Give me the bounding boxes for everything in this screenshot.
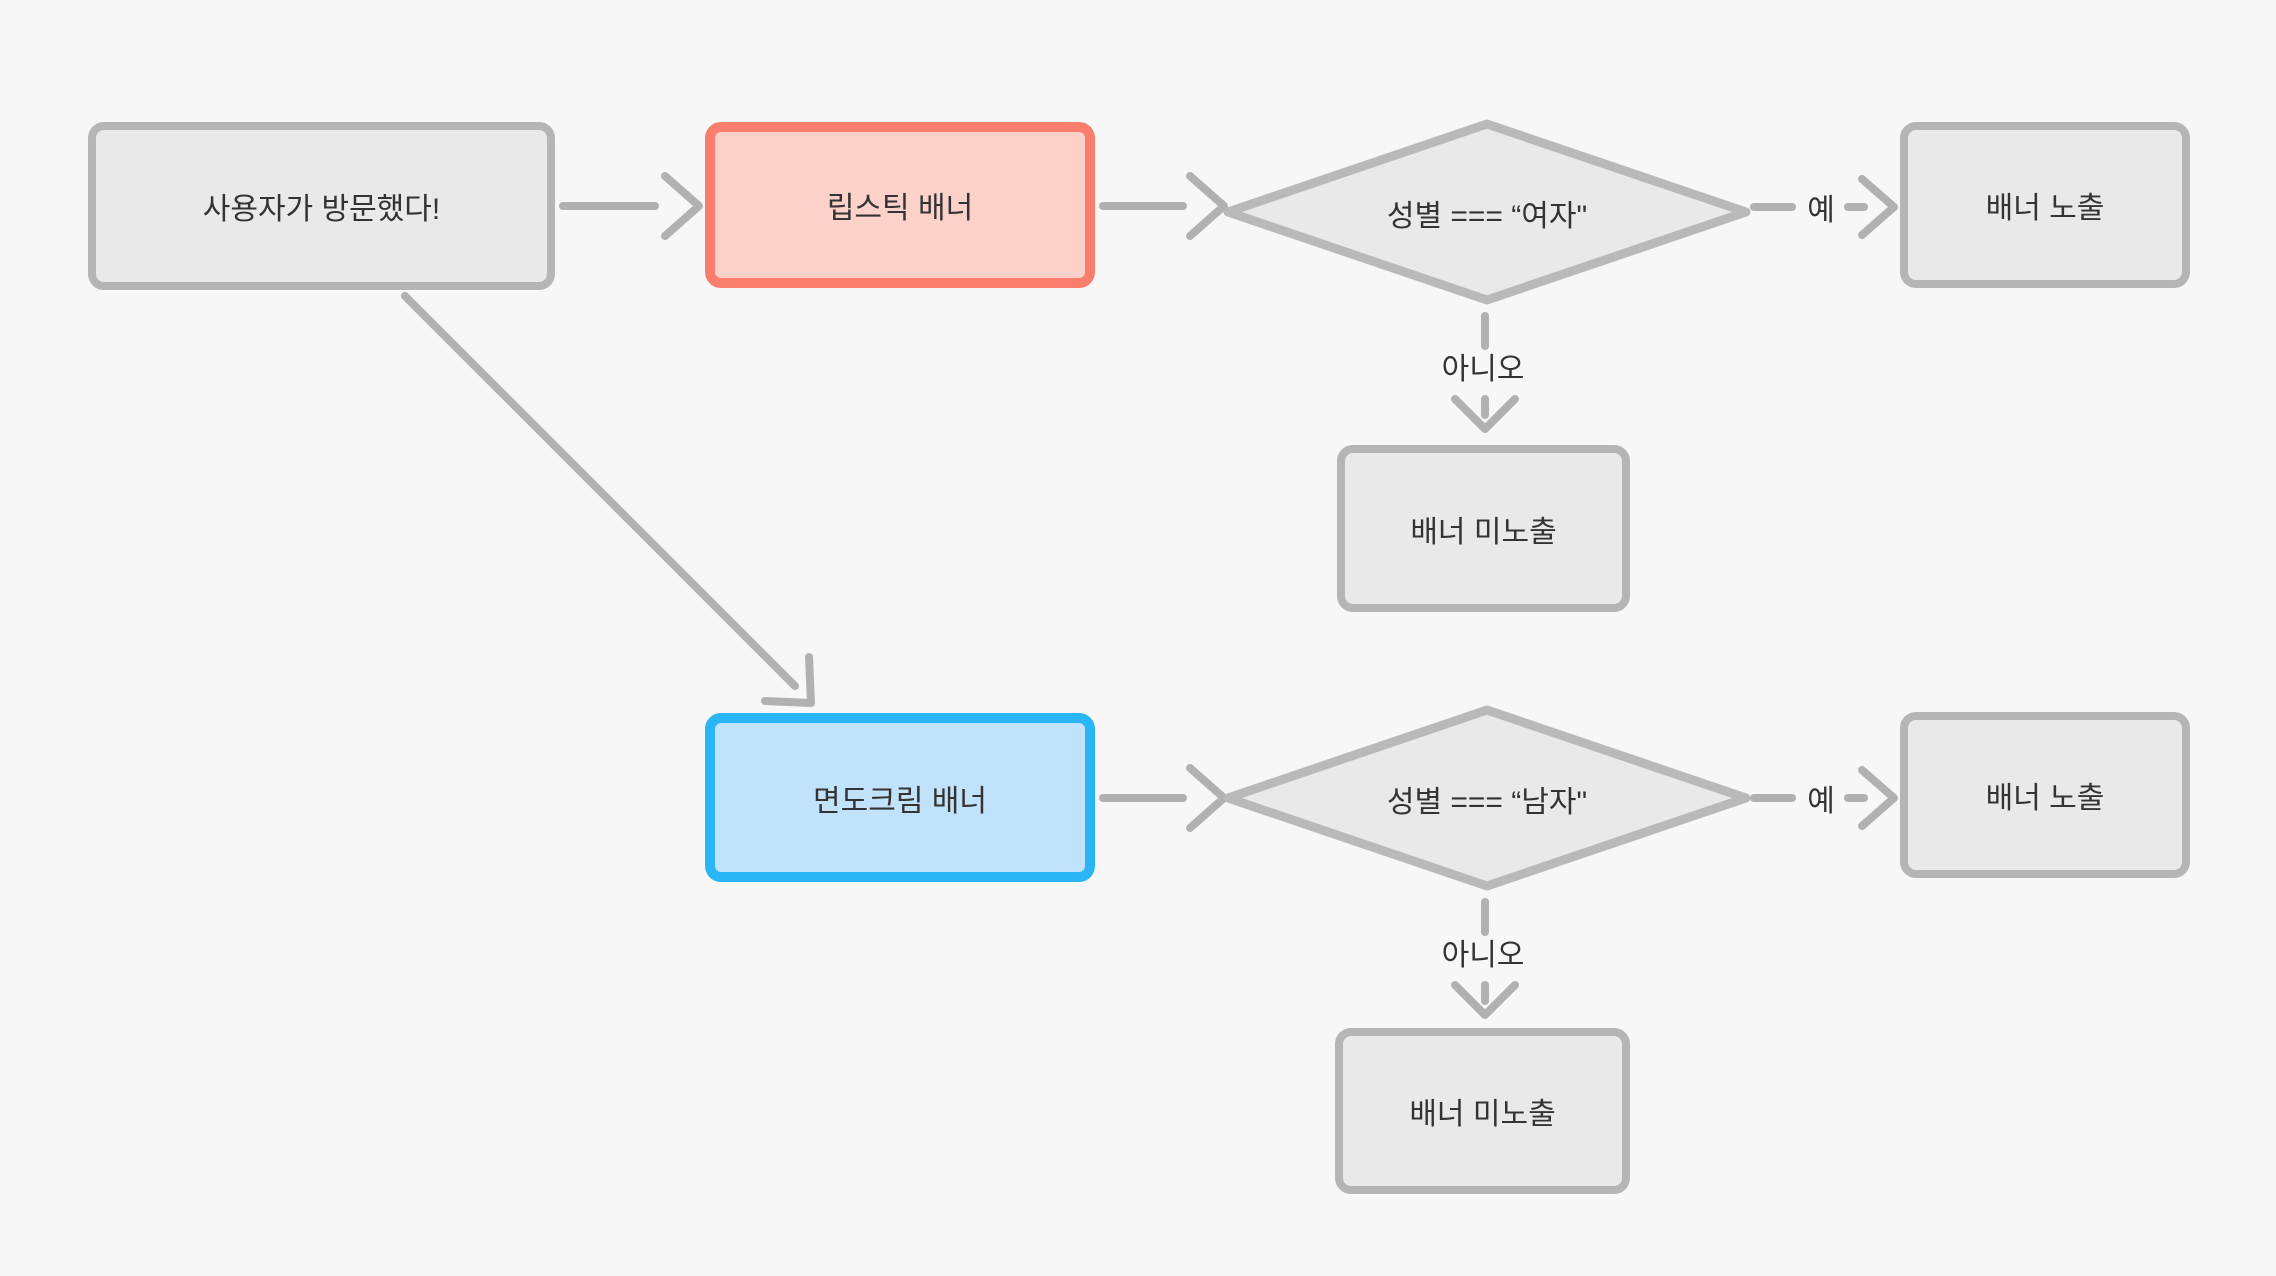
arrowhead-down-icon	[1451, 981, 1519, 1019]
arrowhead-right-icon	[1186, 764, 1228, 832]
arrowhead-down-icon	[1451, 395, 1519, 433]
edge-label-no-female: 아니오	[1441, 353, 1525, 386]
node-lipstick-banner-label: 립스틱 배너	[826, 192, 974, 225]
node-lipstick-banner: 립스틱 배너	[705, 122, 1095, 288]
edge-label-no-male: 아니오	[1441, 939, 1525, 972]
arrowhead-right-icon	[1858, 175, 1898, 239]
edge-label-yes-male: 예	[1807, 785, 1835, 818]
node-banner-hidden-male-label: 배너 미노출	[1409, 1098, 1556, 1131]
decision-female-label: 성별 === “여자"	[1386, 200, 1588, 233]
arrowhead-right-icon	[661, 172, 703, 240]
decision-male-label: 성별 === “남자"	[1386, 786, 1588, 819]
node-banner-shown-male: 배너 노출	[1900, 712, 2190, 878]
edge-start-to-shaving	[401, 292, 799, 690]
arrowhead-downright-icon	[761, 653, 815, 707]
node-banner-hidden-female-label: 배너 미노출	[1410, 515, 1557, 549]
node-banner-hidden-female: 배너 미노출	[1337, 445, 1630, 612]
node-banner-shown-female-label: 배너 노출	[1985, 192, 2105, 225]
node-shaving-cream-banner-label: 면도크림 배너	[813, 784, 987, 818]
node-banner-shown-male-label: 배너 노출	[1985, 782, 2105, 815]
edge-label-yes-female: 예	[1807, 194, 1835, 227]
node-banner-shown-female: 배너 노출	[1900, 122, 2190, 288]
node-start-label: 사용자가 방문했다!	[202, 193, 441, 226]
decision-female-diamond	[1223, 119, 1751, 305]
node-shaving-cream-banner: 면도크림 배너	[705, 713, 1095, 882]
arrowhead-right-icon	[1858, 766, 1898, 830]
arrowhead-right-icon	[1186, 172, 1228, 240]
node-banner-hidden-male: 배너 미노출	[1335, 1028, 1630, 1194]
decision-male-diamond	[1223, 705, 1751, 891]
node-start: 사용자가 방문했다!	[88, 122, 555, 290]
